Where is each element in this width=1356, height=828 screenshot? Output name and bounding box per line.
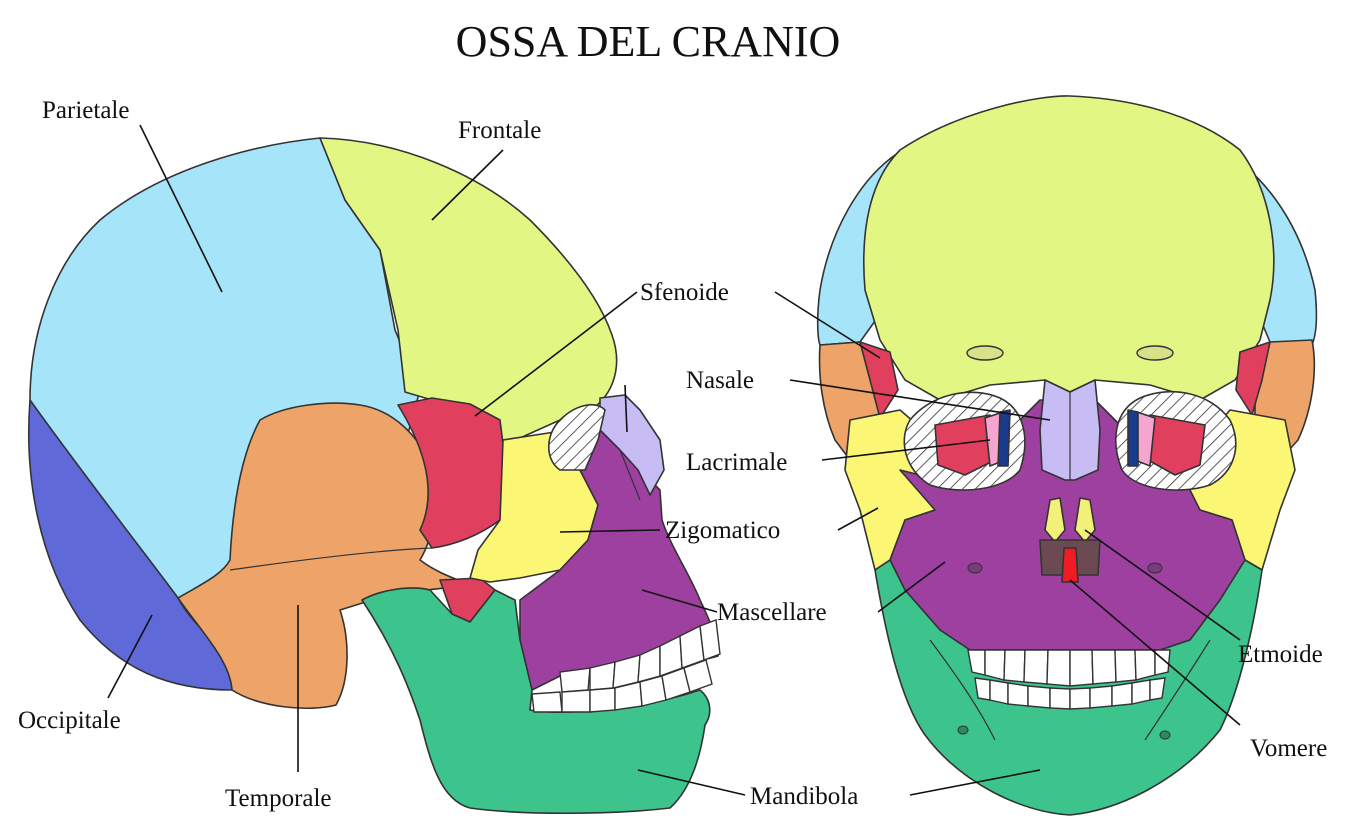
label-nasale: Nasale [686,367,754,394]
label-etmoide: Etmoide [1238,641,1323,668]
vomere-bone-frontal [1062,548,1078,582]
label-sfenoide: Sfenoide [640,279,729,306]
lacrimal-dark-left [998,410,1010,466]
label-lacrimale: Lacrimale [686,449,787,476]
diagram-title: OSSA DEL CRANIO [456,17,841,66]
lateral-skull [29,138,720,813]
label-mascellare: Mascellare [717,599,827,626]
label-occipitale: Occipitale [18,707,121,734]
frontale-bone-frontal [864,96,1274,400]
label-mandibola: Mandibola [750,783,858,810]
lacrimal-dark-right [1128,410,1138,466]
label-frontale: Frontale [458,117,541,144]
frontal-skull [818,96,1317,815]
label-parietale: Parietale [42,97,129,124]
label-vomere: Vomere [1250,735,1327,762]
label-zigomatico: Zigomatico [665,517,780,544]
label-temporale: Temporale [225,785,332,812]
